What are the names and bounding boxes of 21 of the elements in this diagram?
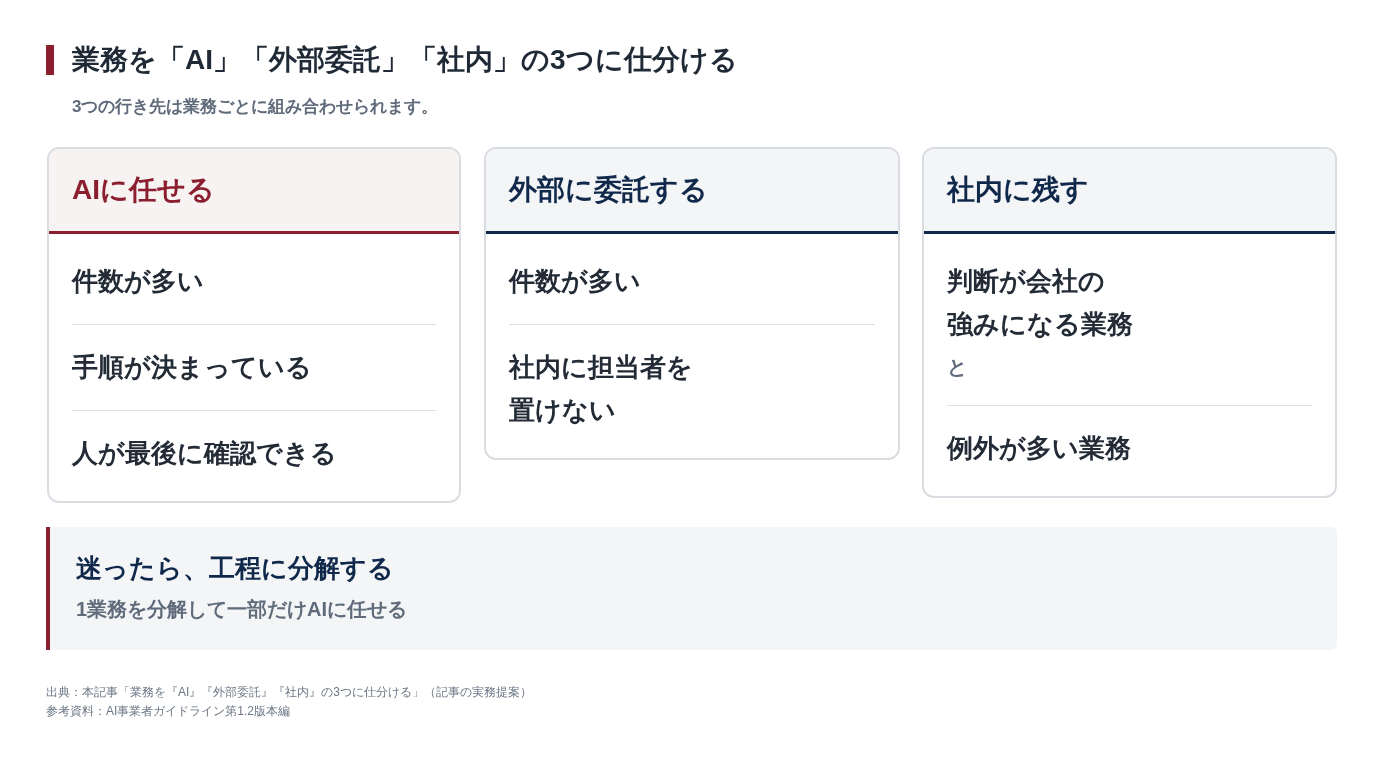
list-item: 社内に担当者を置けない: [509, 351, 693, 427]
subtitle: 3つの行き先は業務ごとに組み合わせられます。: [72, 96, 439, 118]
list-item: 件数が多い: [72, 265, 204, 298]
card-heading: 外部に委託する: [486, 149, 898, 234]
callout-heading: 迷ったら、工程に分解する: [76, 552, 394, 585]
list-item: 例外が多い業務: [947, 432, 1131, 465]
list-item: 判断が会社の強みになる業務: [947, 265, 1133, 341]
joining-word: と: [947, 355, 967, 380]
card-heading: 社内に残す: [924, 149, 1335, 234]
source-note: 出典：本記事「業務を『AI』『外部委託』『社内』の3つに仕分ける」（記事の実務提案）: [46, 684, 532, 701]
list-item: 件数が多い: [509, 265, 641, 298]
list-item: 人が最後に確認できる: [72, 437, 337, 470]
card: [47, 147, 461, 503]
source-note: 参考資料：AI事業者ガイドライン第1.2版本編: [46, 703, 291, 720]
callout-text: 1業務を分解して一部だけAIに任せる: [76, 597, 408, 622]
title: 業務を「AI」「外部委託」「社内」の3つに仕分ける: [72, 43, 738, 77]
card-heading: AIに任せる: [49, 149, 459, 234]
card: [922, 147, 1337, 498]
list-item: 手順が決まっている: [72, 351, 312, 384]
callout-band: [46, 527, 1337, 650]
card: [484, 147, 900, 460]
